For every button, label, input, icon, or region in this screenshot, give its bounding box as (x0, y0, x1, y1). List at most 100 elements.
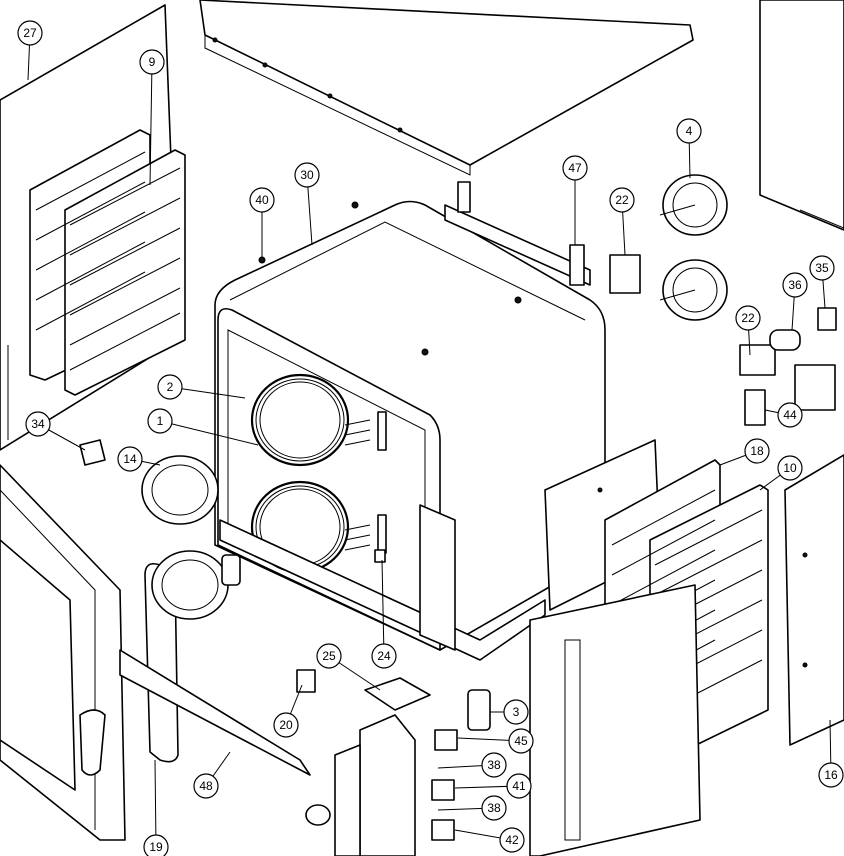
callout-number: 44 (783, 408, 797, 422)
callout-24: 38 (437, 795, 507, 821)
callout-27: 16 (818, 719, 844, 788)
callout-8: 36 (782, 272, 808, 331)
callout-number: 34 (31, 417, 45, 431)
callout-circle (777, 402, 803, 428)
callout-circle (481, 795, 507, 821)
callout-circle (25, 411, 51, 437)
callout-7: 35 (809, 255, 835, 309)
fan-motors (659, 174, 728, 321)
callout-1: 9 (139, 49, 165, 186)
callout-circle (371, 643, 397, 669)
door-gasket (141, 455, 241, 620)
callout-number: 38 (487, 758, 501, 772)
callout-number: 30 (300, 168, 314, 182)
right-side-panel (784, 454, 844, 746)
callout-circle (562, 155, 588, 181)
callout-2: 30 (294, 162, 320, 246)
callout-28: 19 (143, 759, 169, 856)
callout-number: 48 (199, 779, 213, 793)
callout-13: 14 (117, 446, 161, 472)
callout-number: 1 (157, 414, 164, 428)
callout-26: 42 (454, 827, 525, 853)
callout-21: 45 (457, 728, 534, 754)
callout-number: 10 (783, 461, 797, 475)
callout-circle (147, 408, 173, 434)
callout-circle (508, 728, 534, 754)
callout-10: 2 (157, 374, 246, 400)
callout-number: 42 (505, 833, 519, 847)
callout-0: 27 (17, 20, 43, 81)
callout-circle (735, 305, 761, 331)
callout-number: 35 (815, 261, 829, 275)
callout-leader (149, 61, 153, 186)
callout-circle (294, 162, 320, 188)
callout-circle (818, 762, 844, 788)
callout-number: 41 (512, 779, 526, 793)
callout-circle (499, 827, 525, 853)
callout-number: 16 (824, 768, 838, 782)
oven-cavity (214, 200, 606, 651)
callout-circle (249, 187, 275, 213)
callout-number: 45 (514, 734, 528, 748)
callout-circle (193, 773, 219, 799)
callout-25: 48 (193, 751, 231, 799)
callout-circle (157, 374, 183, 400)
callout-number: 22 (615, 193, 629, 207)
callout-18: 3 (490, 699, 529, 725)
right-side-panel-top (759, 0, 844, 231)
callout-number: 40 (255, 193, 269, 207)
callout-number: 2 (167, 380, 174, 394)
callout-leader (159, 420, 259, 446)
callout-number: 47 (568, 161, 582, 175)
callout-leader (154, 759, 157, 848)
callout-circle (143, 834, 169, 856)
callout-22: 38 (437, 752, 507, 778)
callout-15: 18 (719, 438, 770, 466)
callout-circle (609, 187, 635, 213)
callout-4: 47 (562, 155, 588, 245)
callout-circle (17, 20, 43, 46)
callout-number: 9 (149, 55, 156, 69)
callout-circle (782, 272, 808, 298)
callout-number: 19 (149, 840, 163, 854)
callout-circle (809, 255, 835, 281)
callout-circle (316, 643, 342, 669)
steam-pipe (444, 181, 591, 286)
callout-20: 20 (273, 684, 303, 738)
callout-number: 3 (513, 705, 520, 719)
callout-number: 25 (322, 649, 336, 663)
callout-number: 36 (788, 278, 802, 292)
bottom-rail (119, 649, 311, 776)
callout-5: 4 (676, 118, 702, 179)
callout-number: 4 (686, 124, 693, 138)
callout-6: 22 (609, 187, 635, 256)
callout-circle (139, 49, 165, 75)
callout-number: 38 (487, 801, 501, 815)
callout-circle (676, 118, 702, 144)
callout-circle (506, 773, 532, 799)
callout-circle (503, 699, 529, 725)
small-components (79, 201, 837, 841)
oven-door (0, 464, 179, 841)
callout-circle (273, 712, 299, 738)
base-plate (219, 504, 546, 661)
callout-17: 25 (316, 643, 381, 691)
callout-14: 44 (764, 402, 803, 428)
callout-3: 40 (249, 187, 275, 258)
callout-23: 41 (454, 773, 532, 799)
callout-circle (481, 752, 507, 778)
control-panel-housing (305, 584, 701, 856)
callout-9: 22 (735, 305, 761, 356)
callout-number: 14 (123, 452, 137, 466)
callout-19: 24 (371, 559, 397, 669)
top-panel (199, 0, 694, 176)
callout-circle (777, 455, 803, 481)
callout-11: 1 (147, 408, 259, 446)
callout-circle (117, 446, 143, 472)
callout-12: 34 (25, 411, 86, 451)
callout-leader (169, 386, 246, 399)
callout-number: 22 (741, 311, 755, 325)
callout-number: 18 (750, 444, 764, 458)
callout-number: 20 (279, 718, 293, 732)
